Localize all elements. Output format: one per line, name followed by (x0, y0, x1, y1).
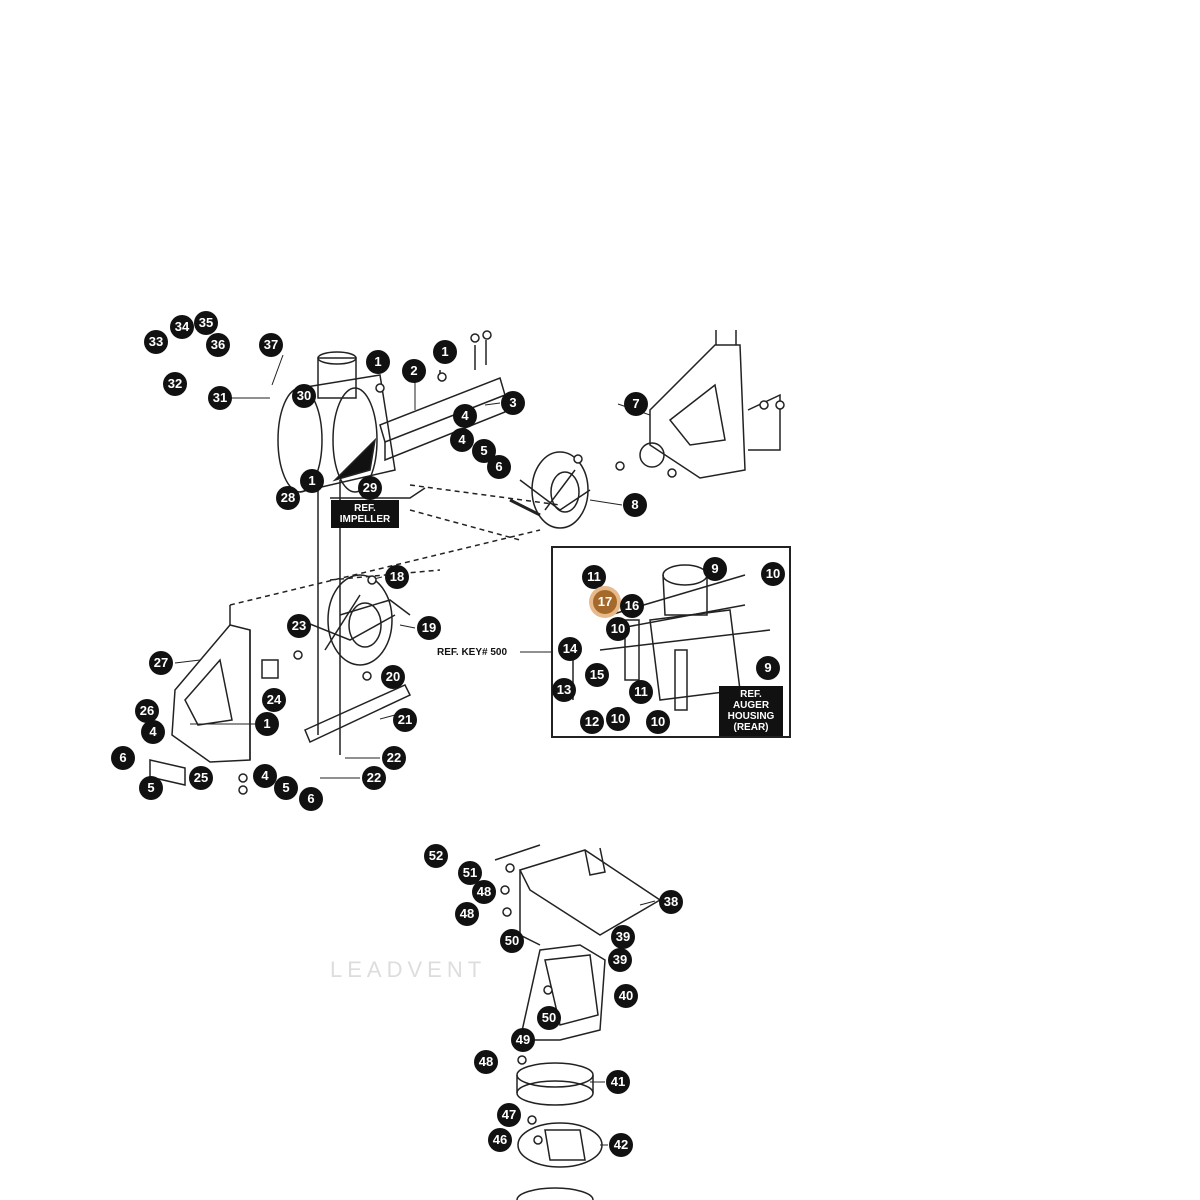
part-callout-50[interactable]: 50 (537, 1006, 561, 1030)
part-callout-13[interactable]: 13 (552, 678, 576, 702)
chute-body (519, 944, 606, 1041)
part-callout-22[interactable]: 22 (362, 766, 386, 790)
part-callout-11[interactable]: 11 (582, 565, 606, 589)
part-callout-9[interactable]: 9 (756, 656, 780, 680)
part-callout-20[interactable]: 20 (381, 665, 405, 689)
part-callout-10[interactable]: 10 (606, 707, 630, 731)
part-callout-5[interactable]: 5 (139, 776, 163, 800)
part-callout-40[interactable]: 40 (614, 984, 638, 1008)
side-plate-right (639, 330, 781, 479)
part-callout-48[interactable]: 48 (474, 1050, 498, 1074)
part-callout-6[interactable]: 6 (487, 455, 511, 479)
part-callout-47[interactable]: 47 (497, 1103, 521, 1127)
part-callout-39[interactable]: 39 (611, 925, 635, 949)
part-callout-52[interactable]: 52 (424, 844, 448, 868)
part-callout-10[interactable]: 10 (761, 562, 785, 586)
bolts (238, 330, 785, 1145)
part-callout-21[interactable]: 21 (393, 708, 417, 732)
part-callout-1[interactable]: 1 (255, 712, 279, 736)
part-callout-39[interactable]: 39 (608, 948, 632, 972)
part-callout-10[interactable]: 10 (646, 710, 670, 734)
part-callout-48[interactable]: 48 (455, 902, 479, 926)
part-callout-17[interactable]: 17 (593, 590, 617, 614)
part-callout-49[interactable]: 49 (511, 1028, 535, 1052)
watermark: LEADVENT (330, 957, 487, 982)
part-callout-50[interactable]: 50 (500, 929, 524, 953)
part-callout-30[interactable]: 30 (292, 384, 316, 408)
part-callout-19[interactable]: 19 (417, 616, 441, 640)
side-plate-left (149, 605, 279, 786)
part-callout-15[interactable]: 15 (585, 663, 609, 687)
part-callout-3[interactable]: 3 (501, 391, 525, 415)
part-callout-38[interactable]: 38 (659, 890, 683, 914)
part-callout-1[interactable]: 1 (366, 350, 390, 374)
part-callout-4[interactable]: 4 (453, 404, 477, 428)
chute-ring (516, 1062, 594, 1106)
part-callout-14[interactable]: 14 (558, 637, 582, 661)
part-callout-33[interactable]: 33 (144, 330, 168, 354)
part-callout-24[interactable]: 24 (262, 688, 286, 712)
part-callout-37[interactable]: 37 (259, 333, 283, 357)
part-callout-35[interactable]: 35 (194, 311, 218, 335)
ref-impeller-label: REF. IMPELLER (331, 500, 399, 528)
impeller-housing (277, 351, 396, 493)
part-callout-26[interactable]: 26 (135, 699, 159, 723)
part-callout-4[interactable]: 4 (450, 428, 474, 452)
part-callout-8[interactable]: 8 (623, 493, 647, 517)
part-callout-42[interactable]: 42 (609, 1133, 633, 1157)
part-callout-41[interactable]: 41 (606, 1070, 630, 1094)
part-callout-16[interactable]: 16 (620, 594, 644, 618)
discharge-chute (494, 844, 662, 946)
part-callout-12[interactable]: 12 (580, 710, 604, 734)
part-callout-18[interactable]: 18 (385, 565, 409, 589)
leader-lines (174, 354, 656, 1146)
inset-frame (551, 546, 791, 738)
part-callout-22[interactable]: 22 (382, 746, 406, 770)
chute-base-ring (516, 1122, 603, 1200)
part-callout-28[interactable]: 28 (276, 486, 300, 510)
part-callout-34[interactable]: 34 (170, 315, 194, 339)
part-callout-10[interactable]: 10 (606, 617, 630, 641)
part-callout-11[interactable]: 11 (629, 680, 653, 704)
part-callout-4[interactable]: 4 (253, 764, 277, 788)
part-callout-36[interactable]: 36 (206, 333, 230, 357)
part-callout-25[interactable]: 25 (189, 766, 213, 790)
ref-auger-housing-label: REF. AUGER HOUSING (REAR) (719, 686, 783, 736)
part-callout-4[interactable]: 4 (141, 720, 165, 744)
part-callout-9[interactable]: 9 (703, 557, 727, 581)
part-callout-27[interactable]: 27 (149, 651, 173, 675)
part-callout-29[interactable]: 29 (358, 476, 382, 500)
auger-right (509, 451, 591, 529)
part-callout-31[interactable]: 31 (208, 386, 232, 410)
part-callout-46[interactable]: 46 (488, 1128, 512, 1152)
part-callout-6[interactable]: 6 (299, 787, 323, 811)
part-callout-1[interactable]: 1 (300, 469, 324, 493)
auger-left (299, 574, 411, 666)
part-callout-1[interactable]: 1 (433, 340, 457, 364)
part-callout-2[interactable]: 2 (402, 359, 426, 383)
part-callout-7[interactable]: 7 (624, 392, 648, 416)
part-callout-48[interactable]: 48 (472, 880, 496, 904)
part-callout-32[interactable]: 32 (163, 372, 187, 396)
ref-key-label: REF. KEY# 500 (437, 647, 508, 658)
part-callout-5[interactable]: 5 (274, 776, 298, 800)
part-callout-6[interactable]: 6 (111, 746, 135, 770)
part-callout-23[interactable]: 23 (287, 614, 311, 638)
